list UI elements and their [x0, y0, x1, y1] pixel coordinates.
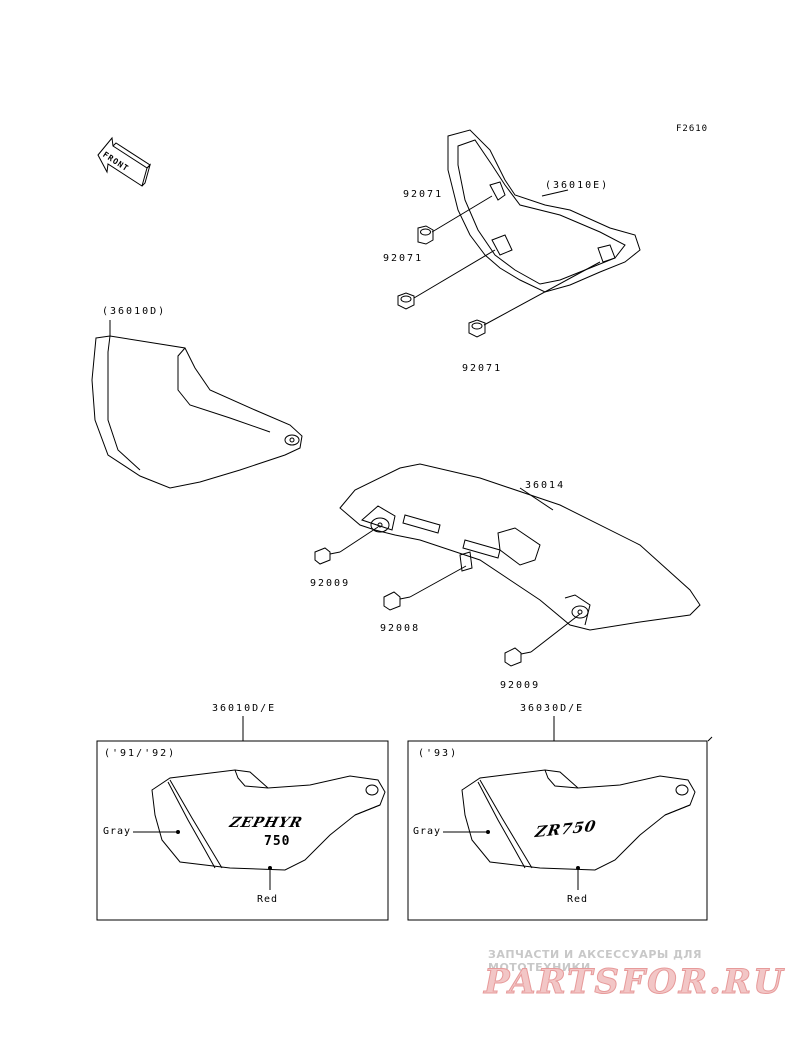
part-label-92071-upper: 92071	[403, 189, 444, 200]
detail-cover-left	[151, 769, 386, 871]
part-label-92071-lower: 92071	[462, 363, 503, 374]
detail-right-red-label: Red	[567, 894, 589, 905]
bolt-icon-left	[314, 547, 341, 565]
part-label-92071-middle: 92071	[383, 253, 424, 264]
part-label-36010d: (36010D)	[102, 306, 167, 317]
detail-left-red-label: Red	[257, 894, 279, 905]
part-label-36010de: 36010D/E	[212, 703, 277, 714]
detail-right-years: ('93)	[418, 748, 459, 759]
side-cover-left	[91, 335, 303, 489]
detail-box-right	[407, 740, 708, 921]
watermark-logo: PARTSFOR.RU	[484, 962, 785, 1003]
nut-icon-lower	[468, 319, 486, 338]
side-cover-right	[447, 129, 641, 293]
part-label-36014: 36014	[525, 480, 566, 491]
nut-icon-middle	[397, 292, 415, 310]
front-arrow-icon	[97, 136, 151, 187]
part-label-92009-right: 92009	[500, 680, 541, 691]
detail-right-gray-label: Gray	[413, 826, 442, 837]
detail-left-gray-label: Gray	[103, 826, 132, 837]
chain-guard	[339, 463, 701, 631]
bolt-icon-right	[504, 647, 532, 667]
watermark-tagline: ЗАПЧАСТИ И АКСЕССУАРЫ ДЛЯ МОТОТЕХНИКИ	[488, 948, 703, 974]
detail-left-years: ('91/'92)	[104, 748, 177, 759]
part-label-36010e: (36010E)	[545, 180, 610, 191]
bolt-icon-mid	[383, 591, 411, 611]
part-label-36030de: 36030D/E	[520, 703, 585, 714]
part-label-92008: 92008	[380, 623, 421, 634]
figure-code: F2610	[676, 124, 709, 134]
nut-icon-upper	[417, 225, 434, 245]
detail-cover-right	[461, 769, 696, 871]
detail-left-logo: ZEPHYR	[227, 815, 305, 831]
part-label-92009-left: 92009	[310, 578, 351, 589]
detail-left-logo-sub: 750	[264, 834, 291, 849]
